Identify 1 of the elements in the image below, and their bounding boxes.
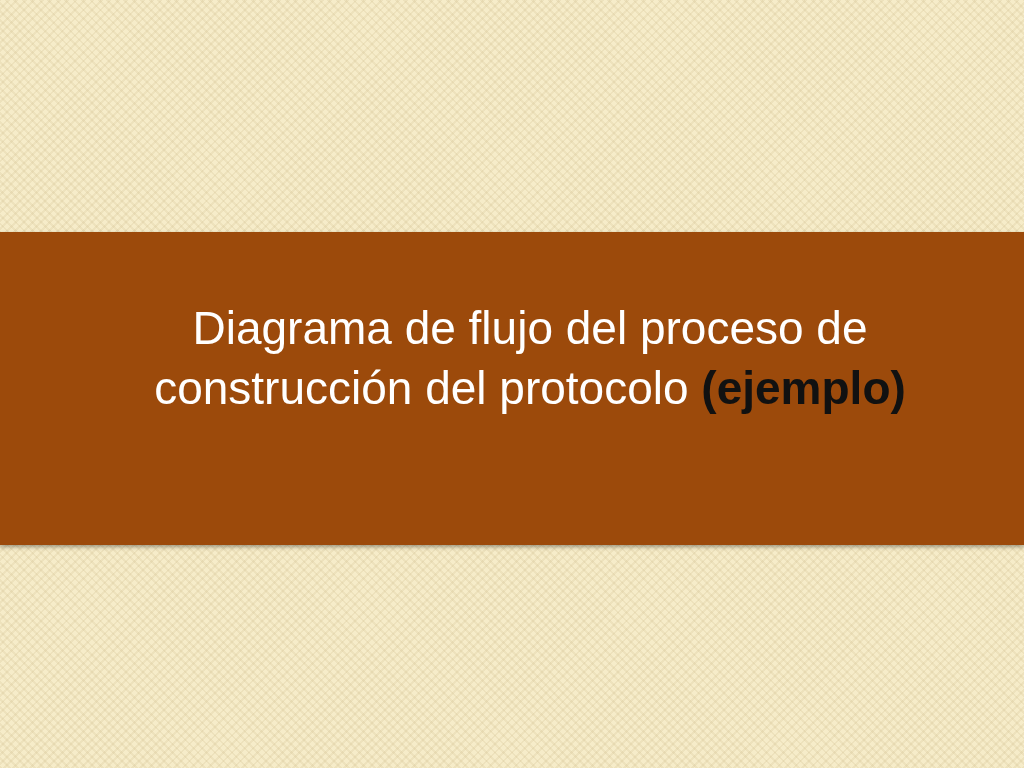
slide-title: Diagrama de flujo del proceso de construcción del protocolo (ejemplo) (153, 301, 907, 416)
